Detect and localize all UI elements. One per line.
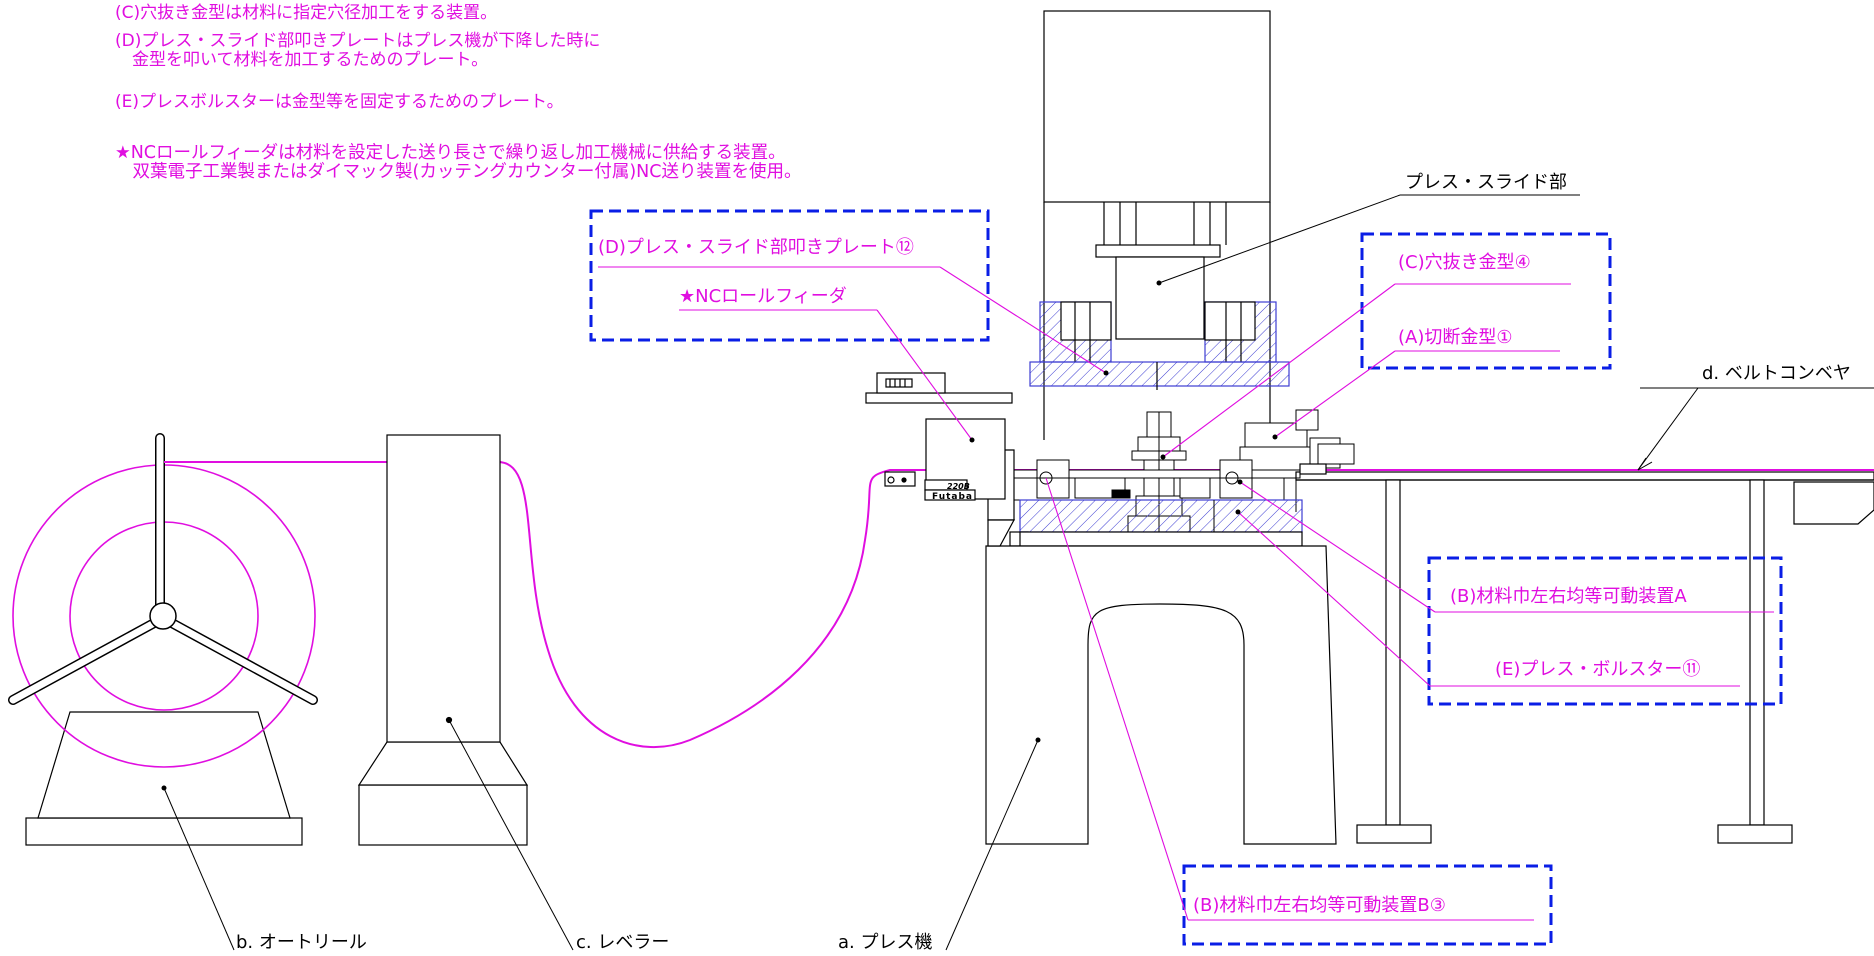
note-e-bolster: (E)プレスボルスターは金型等を固定するためのプレート。 <box>115 92 564 112</box>
label-c-die: (C)穴抜き金型④ <box>1398 252 1531 273</box>
nc-roll-feeder <box>865 372 1013 501</box>
note-d-slide-plate: (D)プレス・スライド部叩きプレートはプレス機が下降した時に 金型を叩いて材料を… <box>115 31 601 70</box>
feeder-brand-label: Futaba <box>932 492 973 502</box>
label-b-device-a: (B)材料巾左右均等可動装置A <box>1450 586 1687 607</box>
note-nc-feeder: ★NCロールフィーダは材料を設定した送り長さで繰り返し加工機械に供給する装置。 … <box>115 143 802 182</box>
leader-lines-magenta <box>598 266 1774 921</box>
label-conveyor: d. ベルトコンベヤ <box>1702 363 1851 384</box>
press-machine <box>1029 10 1290 440</box>
material-strip <box>164 461 1874 748</box>
label-leveler: c. レベラー <box>576 932 669 953</box>
cutting-die <box>1239 409 1355 512</box>
label-a-die: (A)切断金型① <box>1398 327 1513 348</box>
label-nc-feeder: ★NCロールフィーダ <box>679 286 847 307</box>
leader-dots <box>161 280 1278 791</box>
label-press-slide: プレス・スライド部 <box>1405 172 1567 193</box>
feeder-model-label: 220B <box>947 482 970 491</box>
die-set <box>1009 459 1301 501</box>
label-auto-reel: b. オートリール <box>236 932 367 953</box>
label-b-device-b: (B)材料巾左右均等可動装置B③ <box>1193 895 1446 916</box>
belt-conveyor <box>1295 463 1874 844</box>
label-d-plate: (D)プレス・スライド部叩きプレート⑫ <box>598 237 914 258</box>
leader-lines-black <box>163 194 1874 951</box>
label-e-bolster: (E)プレス・ボルスター⑪ <box>1495 659 1700 680</box>
note-c-punch-die: (C)穴抜き金型は材料に指定穴径加工をする装置。 <box>115 3 498 23</box>
callout-boxes <box>589 209 1783 946</box>
auto-reel <box>8 433 318 846</box>
label-press: a. プレス機 <box>838 932 932 953</box>
leveler <box>357 434 529 846</box>
